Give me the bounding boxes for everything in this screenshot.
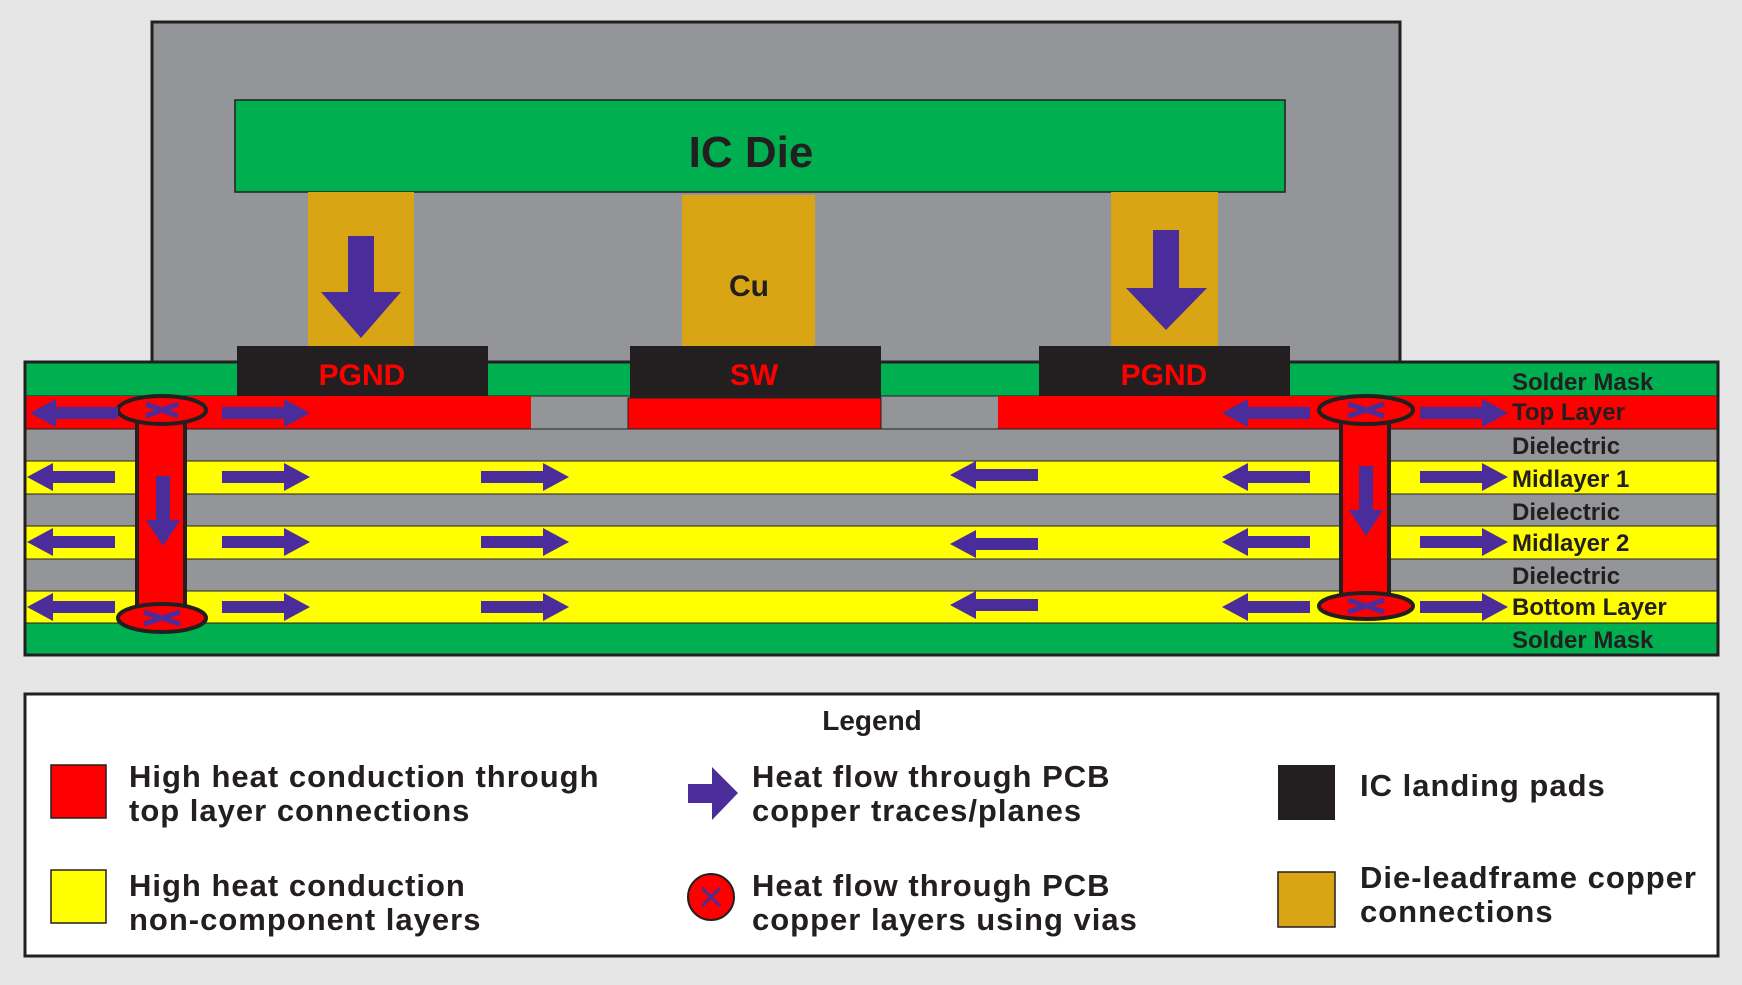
arrow-down-icon bbox=[321, 236, 401, 338]
legend-item-label: IC landing pads bbox=[1360, 768, 1606, 803]
layer-label: Bottom Layer bbox=[1512, 594, 1667, 621]
ic-die bbox=[234, 99, 1286, 193]
copper-pillar-center bbox=[682, 195, 815, 346]
legend-item-label: High heat conduction through bbox=[129, 759, 600, 794]
via-icon bbox=[687, 873, 735, 921]
layer-labels: Solder Mask Top Layer Dielectric Midlaye… bbox=[1512, 369, 1667, 654]
legend-item-label: connections bbox=[1360, 894, 1554, 929]
legend-title: Legend bbox=[822, 705, 922, 736]
layer-label: Midlayer 1 bbox=[1512, 466, 1629, 493]
layer-label: Dielectric bbox=[1512, 433, 1620, 460]
legend-swatch-black bbox=[1278, 765, 1335, 820]
arrow-right-icon bbox=[688, 767, 738, 820]
legend-item-label: copper layers using vias bbox=[752, 902, 1138, 937]
solder-mask-bottom bbox=[24, 622, 1719, 656]
pad-label-center: SW bbox=[730, 359, 779, 392]
via-left bbox=[116, 394, 208, 634]
pad-label-left: PGND bbox=[319, 359, 406, 392]
via-right bbox=[1317, 394, 1415, 621]
ic-die-label: IC Die bbox=[689, 128, 814, 177]
layer-label: Solder Mask bbox=[1512, 369, 1654, 396]
arrow-down-icon bbox=[1126, 230, 1207, 330]
layer-label: Dielectric bbox=[1512, 563, 1620, 590]
dielectric-3 bbox=[24, 558, 1719, 592]
layer-label: Midlayer 2 bbox=[1512, 530, 1629, 557]
top-layer-copper-center bbox=[627, 397, 882, 430]
legend-item-label: copper traces/planes bbox=[752, 793, 1082, 828]
landing-pad-right bbox=[1039, 346, 1290, 396]
legend-item-label: Heat flow through PCB bbox=[752, 759, 1111, 794]
layer-label: Solder Mask bbox=[1512, 627, 1654, 654]
layer-label: Top Layer bbox=[1512, 399, 1625, 426]
legend-item-label: top layer connections bbox=[129, 793, 470, 828]
legend-box bbox=[23, 692, 1720, 958]
layer-label: Dielectric bbox=[1512, 499, 1620, 526]
pad-label-right: PGND bbox=[1121, 359, 1208, 392]
legend-item-label: Die-leadframe copper bbox=[1360, 860, 1697, 895]
legend-item-label: non-component layers bbox=[129, 902, 481, 937]
legend-swatch-gold bbox=[1277, 871, 1336, 928]
legend-item-label: High heat conduction bbox=[129, 868, 466, 903]
legend: Legend High heat conduction through top … bbox=[23, 692, 1720, 958]
dielectric-2 bbox=[24, 493, 1719, 527]
legend-item-label: Heat flow through PCB bbox=[752, 868, 1111, 903]
legend-swatch-yellow bbox=[50, 869, 107, 924]
copper-pillar-label: Cu bbox=[729, 270, 769, 303]
landing-pad-left bbox=[237, 346, 488, 396]
legend-swatch-red bbox=[50, 764, 107, 819]
landing-pad-center bbox=[630, 346, 881, 398]
dielectric-1 bbox=[24, 428, 1719, 462]
